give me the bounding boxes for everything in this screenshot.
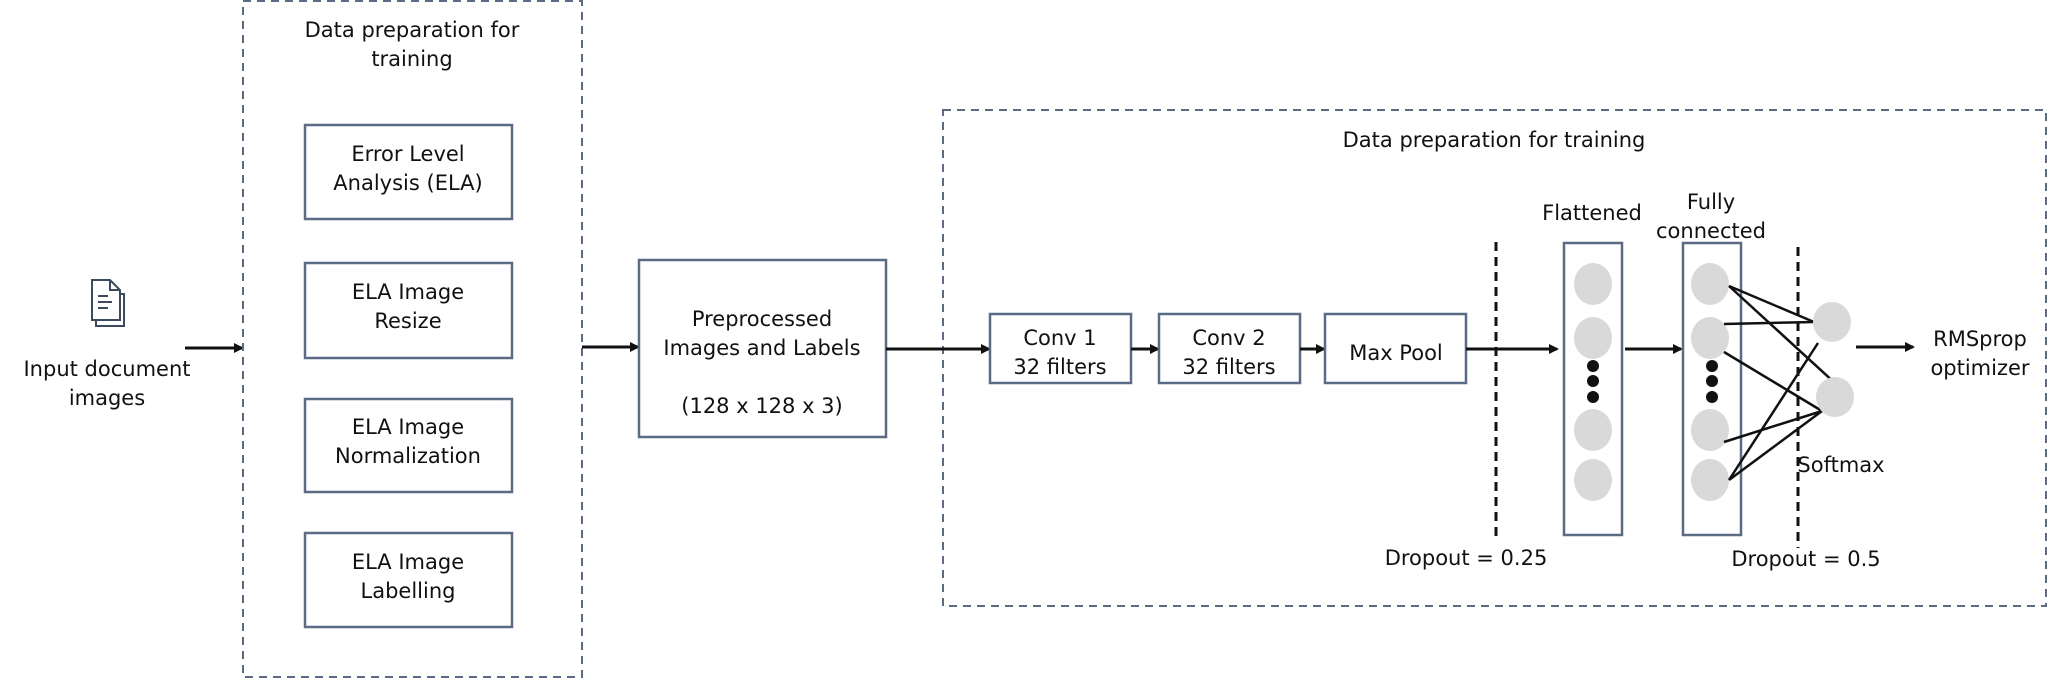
svg-text:Labelling: Labelling: [361, 579, 456, 603]
svg-text:(128 x 128 x 3): (128 x 128 x 3): [681, 394, 842, 418]
conv1-box: Conv 1 32 filters: [988, 312, 1133, 385]
step-resize: ELA Image Resize: [303, 261, 514, 360]
dropout-label-2: Dropout = 0.5: [1731, 547, 1880, 571]
fully-connected-layer: [1681, 241, 1743, 537]
svg-text:Conv 2: Conv 2: [1192, 326, 1265, 350]
step-normalization: ELA Image Normalization: [303, 397, 514, 494]
svg-text:Preprocessed: Preprocessed: [692, 307, 832, 331]
svg-text:Analysis (ELA): Analysis (ELA): [333, 171, 482, 195]
softmax-layer: [1813, 302, 1854, 417]
preprocessed-box: Preprocessed Images and Labels (128 x 12…: [637, 258, 888, 439]
optimizer-label-line1: RMSprop: [1933, 327, 2027, 351]
svg-text:Normalization: Normalization: [335, 444, 481, 468]
document-icon: [91, 279, 125, 327]
conv2-box: Conv 2 32 filters: [1157, 312, 1302, 385]
svg-text:Max Pool: Max Pool: [1349, 341, 1443, 365]
svg-text:Conv 1: Conv 1: [1023, 326, 1096, 350]
fully-connected-label-line2: connected: [1656, 219, 1766, 243]
prep-group-title-line1: Data preparation for: [305, 18, 520, 42]
fully-connected-label-line1: Fully: [1687, 190, 1735, 214]
model-group-title: Data preparation for training: [1343, 128, 1646, 152]
flattened-label: Flattened: [1542, 201, 1642, 225]
svg-text:ELA Image: ELA Image: [352, 550, 464, 574]
svg-text:Error Level: Error Level: [351, 142, 464, 166]
softmax-label: Softmax: [1797, 453, 1884, 477]
input-label-line2: images: [69, 386, 145, 410]
svg-text:32 filters: 32 filters: [1182, 355, 1275, 379]
svg-text:Images and Labels: Images and Labels: [663, 336, 860, 360]
svg-text:ELA Image: ELA Image: [352, 280, 464, 304]
fc-to-softmax-connections: [1723, 284, 1837, 482]
flattened-layer: [1562, 241, 1624, 537]
input-label-line1: Input document: [23, 357, 190, 381]
prep-group-title-line2: training: [371, 47, 452, 71]
step-labelling: ELA Image Labelling: [303, 531, 514, 629]
svg-text:ELA Image: ELA Image: [352, 415, 464, 439]
optimizer-label-line2: optimizer: [1930, 356, 2029, 380]
maxpool-box: Max Pool: [1323, 312, 1468, 385]
prep-group-border: [242, 0, 583, 678]
step-ela: Error Level Analysis (ELA): [303, 123, 514, 221]
model-group-border: [942, 109, 2047, 607]
svg-text:32 filters: 32 filters: [1013, 355, 1106, 379]
svg-text:Resize: Resize: [374, 309, 441, 333]
dropout-label-1: Dropout = 0.25: [1385, 546, 1548, 570]
